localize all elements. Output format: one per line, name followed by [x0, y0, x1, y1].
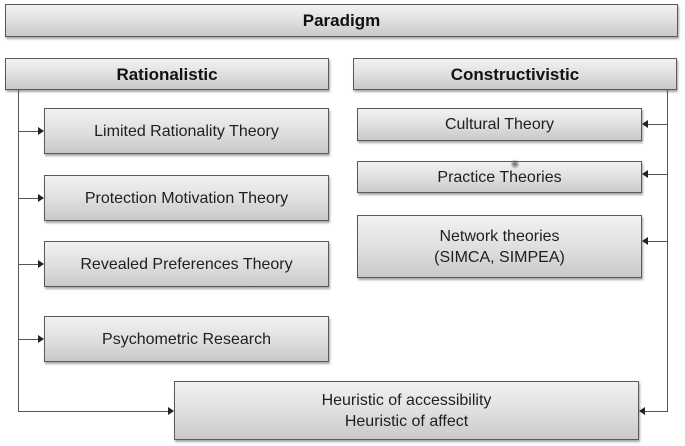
heuristic-affect-label: Heuristic of affect	[344, 412, 469, 430]
network-theories-box: Network theories (SIMCA, SIMPEA)	[357, 215, 642, 278]
rationalistic-label: Rationalistic	[116, 64, 218, 84]
constructivistic-box: Constructivistic	[353, 58, 677, 90]
limited-rationality-box: Limited Rationality Theory	[44, 108, 329, 154]
protection-motivation-box: Protection Motivation Theory	[44, 175, 329, 221]
connector-revealed	[18, 264, 38, 265]
left-vertical-connector	[18, 90, 19, 412]
revealed-preferences-box: Revealed Preferences Theory	[44, 241, 329, 287]
heuristics-box: Heuristic of accessibility Heuristic of …	[174, 381, 639, 440]
practice-theories-box: Practice Theories	[357, 161, 642, 193]
psychometric-research-label: Psychometric Research	[102, 330, 271, 348]
heuristic-accessibility-label: Heuristic of accessibility	[321, 391, 492, 409]
connector-protection	[18, 198, 38, 199]
connector-left-bottom	[18, 411, 168, 412]
revealed-preferences-label: Revealed Preferences Theory	[80, 255, 293, 273]
limited-rationality-label: Limited Rationality Theory	[94, 122, 279, 140]
arrow-right-icon	[38, 127, 44, 135]
arrow-left-icon	[639, 407, 645, 415]
arrow-left-icon	[642, 120, 648, 128]
cultural-theory-label: Cultural Theory	[444, 116, 555, 133]
network-theories-label: Network theories	[439, 227, 560, 245]
rationalistic-box: Rationalistic	[5, 58, 329, 90]
arrow-right-icon	[168, 407, 174, 415]
arrow-right-icon	[38, 194, 44, 202]
connector-cultural	[648, 124, 668, 125]
arrow-right-icon	[38, 335, 44, 343]
cultural-theory-box: Cultural Theory	[357, 108, 642, 141]
connector-network	[648, 241, 668, 242]
network-theories-sublabel: (SIMCA, SIMPEA)	[434, 248, 565, 266]
constructivistic-label: Constructivistic	[450, 64, 580, 84]
protection-motivation-label: Protection Motivation Theory	[84, 189, 289, 207]
paradigm-label: Paradigm	[302, 11, 381, 30]
right-vertical-connector	[667, 90, 668, 412]
connector-psychometric	[18, 339, 38, 340]
arrow-left-icon	[642, 237, 648, 245]
arrow-left-icon	[642, 170, 648, 178]
practice-theories-label: Practice Theories	[437, 168, 562, 186]
smudge-mark	[510, 159, 520, 169]
connector-limited	[18, 131, 38, 132]
paradigm-box: Paradigm	[5, 4, 678, 37]
psychometric-research-box: Psychometric Research	[44, 316, 329, 362]
connector-practice	[648, 174, 668, 175]
arrow-right-icon	[38, 260, 44, 268]
connector-right-bottom	[645, 411, 668, 412]
